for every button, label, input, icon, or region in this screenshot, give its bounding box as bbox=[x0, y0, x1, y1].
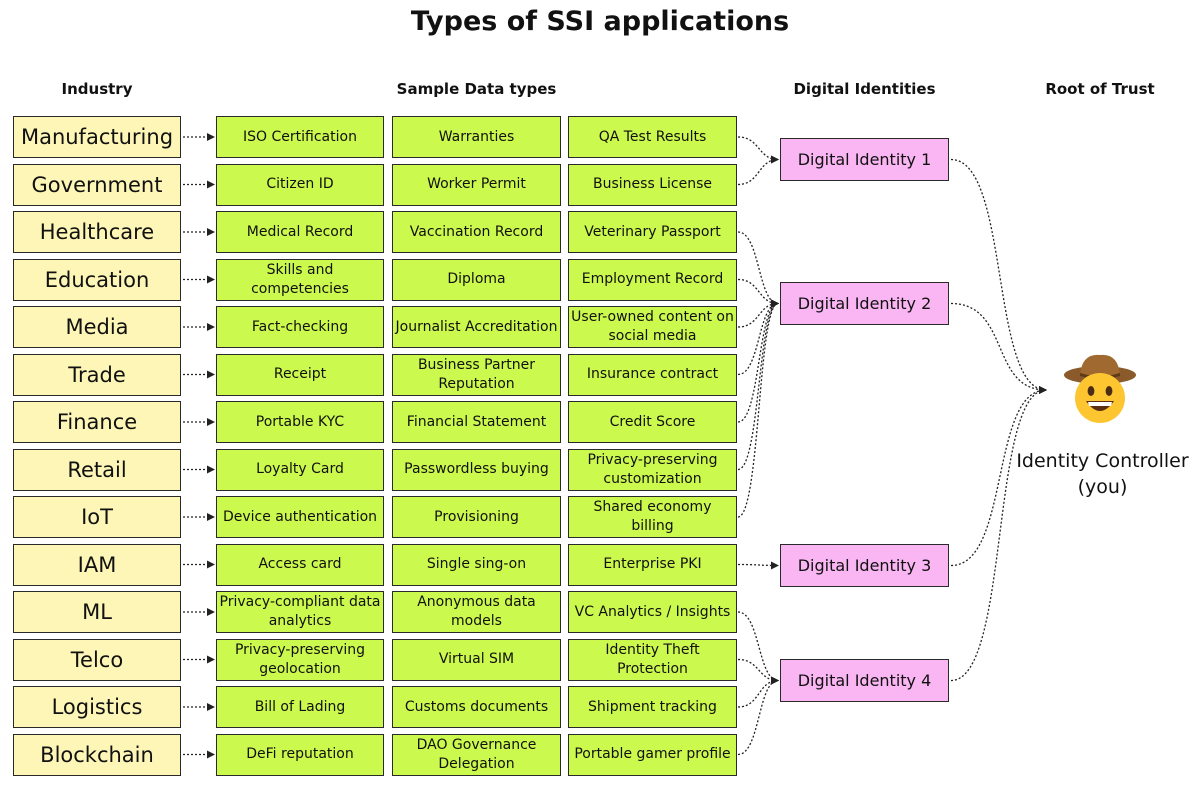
data-type-credit-score: Credit Score bbox=[568, 401, 737, 443]
data-type-medical-record: Medical Record bbox=[216, 211, 384, 253]
connector-identity-1-to-controller bbox=[950, 158, 1047, 394]
data-type-financial-statement: Financial Statement bbox=[392, 401, 561, 443]
connector-to-identity-3 bbox=[737, 561, 779, 570]
connector-to-identity-2 bbox=[737, 278, 779, 308]
data-type-enterprise-pki: Enterprise PKI bbox=[568, 543, 737, 586]
data-type-veterinary-passport: Veterinary Passport bbox=[568, 211, 737, 253]
data-type-iso-certification: ISO Certification bbox=[216, 116, 384, 158]
connector-to-identity-2 bbox=[737, 299, 779, 518]
root-of-trust-header: Root of Trust bbox=[1045, 80, 1155, 98]
industry-logistics: Logistics bbox=[13, 686, 181, 728]
page-title: Types of SSI applications bbox=[410, 6, 790, 37]
data-type-passwordless-buying: Passwordless buying bbox=[392, 448, 561, 491]
industry-ml: ML bbox=[13, 591, 181, 633]
industry-healthcare: Healthcare bbox=[13, 211, 181, 253]
connector-to-identity-2 bbox=[737, 299, 779, 471]
industry-iam: IAM bbox=[13, 543, 181, 586]
data-type-citizen-id: Citizen ID bbox=[216, 163, 384, 206]
cowboy-emoji-icon bbox=[1062, 351, 1138, 431]
connector-identity-2-to-controller bbox=[950, 302, 1047, 394]
connector-to-identity-4 bbox=[737, 611, 779, 685]
industry-education: Education bbox=[13, 258, 181, 301]
data-type-worker-permit: Worker Permit bbox=[392, 163, 561, 206]
data-type-insurance-contract: Insurance contract bbox=[568, 353, 737, 396]
digital-identity-4: Digital Identity 4 bbox=[780, 659, 949, 702]
industry-finance: Finance bbox=[13, 401, 181, 443]
data-type-business-license: Business License bbox=[568, 163, 737, 206]
data-type-access-card: Access card bbox=[216, 543, 384, 586]
data-type-customs-documents: Customs documents bbox=[392, 686, 561, 728]
connector-to-identity-1 bbox=[737, 136, 779, 164]
data-type-shipment-tracking: Shipment tracking bbox=[568, 686, 737, 728]
data-type-qa-test-results: QA Test Results bbox=[568, 116, 737, 158]
industry-iot: IoT bbox=[13, 496, 181, 538]
data-type-warranties: Warranties bbox=[392, 116, 561, 158]
industry-media: Media bbox=[13, 306, 181, 348]
data-type-privacy-compliant-data-analytics: Privacy-compliant data analytics bbox=[216, 591, 384, 633]
data-type-fact-checking: Fact-checking bbox=[216, 306, 384, 348]
data-type-device-authentication: Device authentication bbox=[216, 496, 384, 538]
data-type-privacy-preserving-geolocation: Privacy-preserving geolocation bbox=[216, 638, 384, 681]
industry-telco: Telco bbox=[13, 638, 181, 681]
industry-blockchain: Blockchain bbox=[13, 733, 181, 776]
data-type-shared-economy-billing: Shared economy billing bbox=[568, 496, 737, 538]
connector-to-identity-4 bbox=[737, 676, 779, 708]
connector-to-identity-4 bbox=[737, 676, 779, 756]
data-type-diploma: Diploma bbox=[392, 258, 561, 301]
connector-to-identity-1 bbox=[737, 155, 779, 186]
industry-trade: Trade bbox=[13, 353, 181, 396]
data-type-identity-theft-protection: Identity Theft Protection bbox=[568, 638, 737, 681]
data-type-portable-kyc: Portable KYC bbox=[216, 401, 384, 443]
data-type-skills-and-competencies: Skills and competencies bbox=[216, 258, 384, 301]
connector-identity-4-to-controller bbox=[950, 386, 1047, 682]
data-type-receipt: Receipt bbox=[216, 353, 384, 396]
connector-to-identity-2 bbox=[737, 299, 779, 328]
data-type-vaccination-record: Vaccination Record bbox=[392, 211, 561, 253]
data-type-defi-reputation: DeFi reputation bbox=[216, 733, 384, 776]
data-types-header: Sample Data types bbox=[396, 80, 557, 98]
industry-government: Government bbox=[13, 163, 181, 206]
connector-to-identity-2 bbox=[737, 231, 779, 308]
data-type-journalist-accreditation: Journalist Accreditation bbox=[392, 306, 561, 348]
data-type-portable-gamer-profile: Portable gamer profile bbox=[568, 733, 737, 776]
connector-identity-3-to-controller bbox=[950, 386, 1047, 567]
data-type-user-owned-content-on-social-media: User-owned content on social media bbox=[568, 306, 737, 348]
data-type-business-partner-reputation: Business Partner Reputation bbox=[392, 353, 561, 396]
data-type-anonymous-data-models: Anonymous data models bbox=[392, 591, 561, 633]
data-type-privacy-preserving-customization: Privacy-preserving customization bbox=[568, 448, 737, 491]
identities-header: Digital Identities bbox=[793, 80, 936, 98]
industry-retail: Retail bbox=[13, 448, 181, 491]
digital-identity-2: Digital Identity 2 bbox=[780, 282, 949, 325]
connector-to-identity-2 bbox=[737, 299, 779, 423]
data-type-employment-record: Employment Record bbox=[568, 258, 737, 301]
data-type-bill-of-lading: Bill of Lading bbox=[216, 686, 384, 728]
identity-controller-label: Identity Controller (you) bbox=[1000, 448, 1200, 500]
data-type-vc-analytics-insights: VC Analytics / Insights bbox=[568, 591, 737, 633]
connector-to-identity-4 bbox=[737, 658, 779, 685]
digital-identity-3: Digital Identity 3 bbox=[780, 544, 949, 587]
data-type-provisioning: Provisioning bbox=[392, 496, 561, 538]
data-type-single-sing-on: Single sing-on bbox=[392, 543, 561, 586]
data-type-loyalty-card: Loyalty Card bbox=[216, 448, 384, 491]
data-type-dao-governance-delegation: DAO Governance Delegation bbox=[392, 733, 561, 776]
controller-line-1: Identity Controller bbox=[1016, 450, 1189, 472]
industry-header: Industry bbox=[61, 80, 133, 98]
data-type-virtual-sim: Virtual SIM bbox=[392, 638, 561, 681]
industry-manufacturing: Manufacturing bbox=[13, 116, 181, 158]
digital-identity-1: Digital Identity 1 bbox=[780, 138, 949, 181]
controller-line-2: (you) bbox=[1077, 476, 1128, 498]
